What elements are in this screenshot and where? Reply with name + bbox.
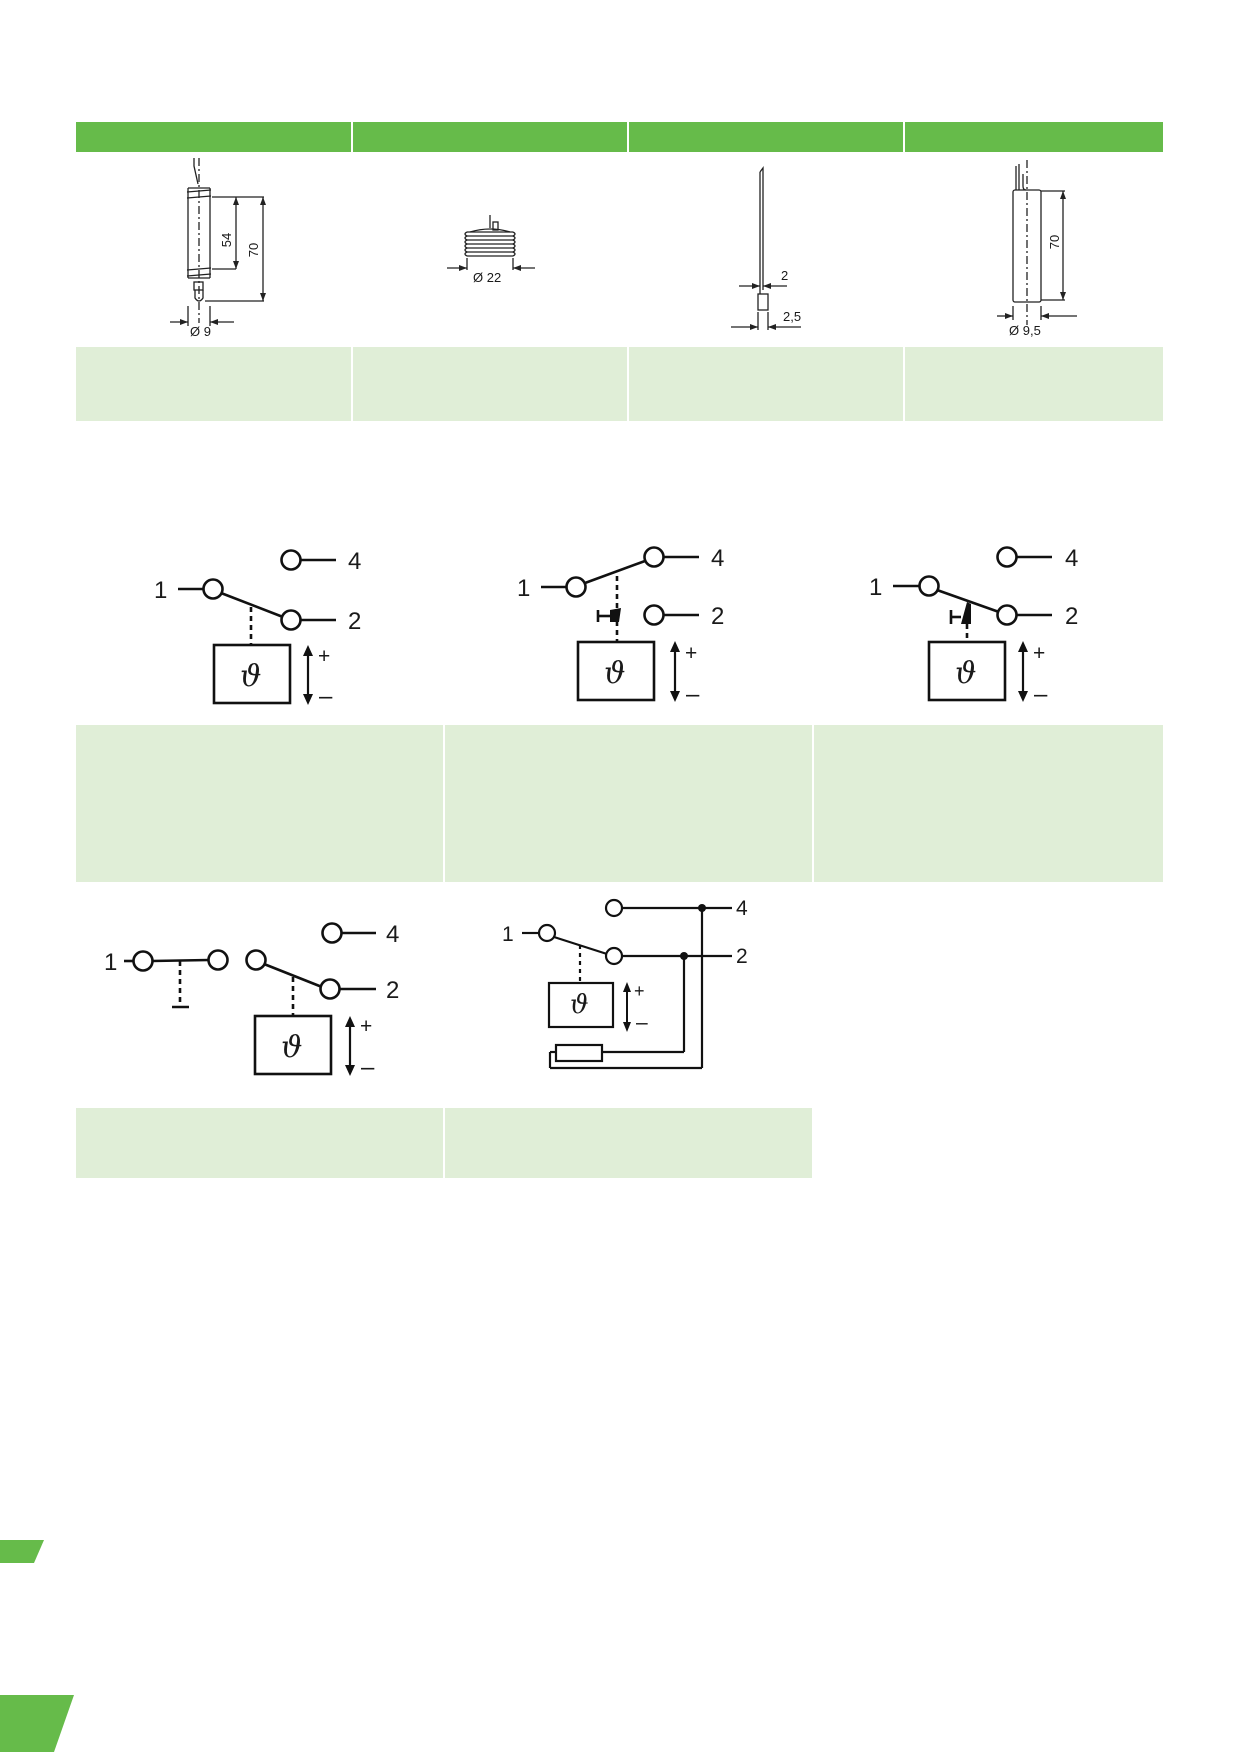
- contact-label-4: 4: [1065, 545, 1078, 572]
- table-header-cell-4: [905, 122, 1163, 152]
- sensor-drawing-thin-rod: 2 2,5: [731, 166, 801, 330]
- thermostat-symbol: ϑ: [281, 1030, 302, 1065]
- plus-sign: +: [685, 642, 697, 665]
- minus-sign: –: [319, 683, 333, 710]
- plus-sign: +: [360, 1015, 372, 1038]
- plus-sign: +: [634, 981, 645, 1001]
- minus-sign: –: [361, 1054, 375, 1081]
- dim-height-outer: 70: [246, 243, 261, 257]
- table-header-cell-2: [353, 122, 627, 152]
- plus-sign: +: [1033, 642, 1045, 665]
- dim-height-inner: 54: [219, 233, 234, 247]
- table-cell-changeover: [76, 725, 443, 882]
- contact-diagram-limiter: 1 4 2 ϑ + –: [104, 921, 399, 1081]
- table-cell-4: [905, 347, 1163, 421]
- contact-label-2: 2: [711, 603, 724, 630]
- thermostat-symbol: ϑ: [570, 990, 589, 1020]
- thermostat-symbol: ϑ: [955, 656, 976, 691]
- dim-tip-diameter: 2: [781, 268, 788, 283]
- sensor-drawing-coil-cylinder: 54 70 Ø 9: [170, 158, 266, 339]
- contact-label-4: 4: [711, 545, 724, 572]
- table-cell-1: [76, 347, 351, 421]
- minus-sign: –: [636, 1011, 648, 1034]
- table-header-cell-1: [76, 122, 351, 152]
- contact-label-1: 1: [154, 577, 167, 604]
- thermostat-symbol: ϑ: [604, 656, 625, 691]
- contact-label-2: 2: [736, 945, 748, 968]
- sensor-drawing-spiral-coil: Ø 22: [447, 215, 535, 285]
- table-cell-limiter: [76, 1108, 443, 1178]
- contact-label-2: 2: [1065, 603, 1078, 630]
- contact-diagram-manual-reset: 1 4 2 ϑ + –: [517, 545, 724, 708]
- table-header-cell-3: [629, 122, 903, 152]
- table-cell-2: [353, 347, 627, 421]
- thermostat-symbol: ϑ: [240, 659, 261, 694]
- page-tab-decoration: [0, 1540, 44, 1563]
- table-cell-heating-resistor: [445, 1108, 812, 1178]
- minus-sign: –: [686, 681, 700, 708]
- dim-diameter: Ø 22: [473, 270, 501, 285]
- contact-label-4: 4: [348, 548, 361, 575]
- contact-label-4: 4: [736, 897, 748, 920]
- table-cell-3: [629, 347, 903, 421]
- dim-body-diameter: 2,5: [783, 309, 801, 324]
- contact-diagram-lockout: 1 4 2 ϑ + –: [869, 545, 1078, 708]
- dim-diameter: Ø 9,5: [1009, 323, 1041, 338]
- dim-diameter: Ø 9: [190, 324, 211, 339]
- contact-label-4: 4: [386, 921, 399, 948]
- contact-label-2: 2: [348, 608, 361, 635]
- contact-label-1: 1: [502, 923, 514, 946]
- table-cell-lockout: [814, 725, 1163, 882]
- table-cell-manual-reset: [445, 725, 812, 882]
- contact-diagram-heating-resistor: 1 4 2 ϑ + –: [502, 897, 748, 1070]
- sensor-drawing-straight-cylinder: 70 Ø 9,5: [997, 160, 1077, 338]
- contact-label-1: 1: [869, 574, 882, 601]
- contact-label-1: 1: [517, 575, 530, 602]
- page-corner-decoration: [0, 1695, 74, 1752]
- contact-label-1: 1: [104, 949, 117, 976]
- contact-diagram-changeover: 1 4 2 ϑ + –: [154, 548, 361, 710]
- plus-sign: +: [318, 645, 330, 668]
- contact-label-2: 2: [386, 977, 399, 1004]
- minus-sign: –: [1034, 681, 1048, 708]
- dim-height: 70: [1047, 235, 1062, 249]
